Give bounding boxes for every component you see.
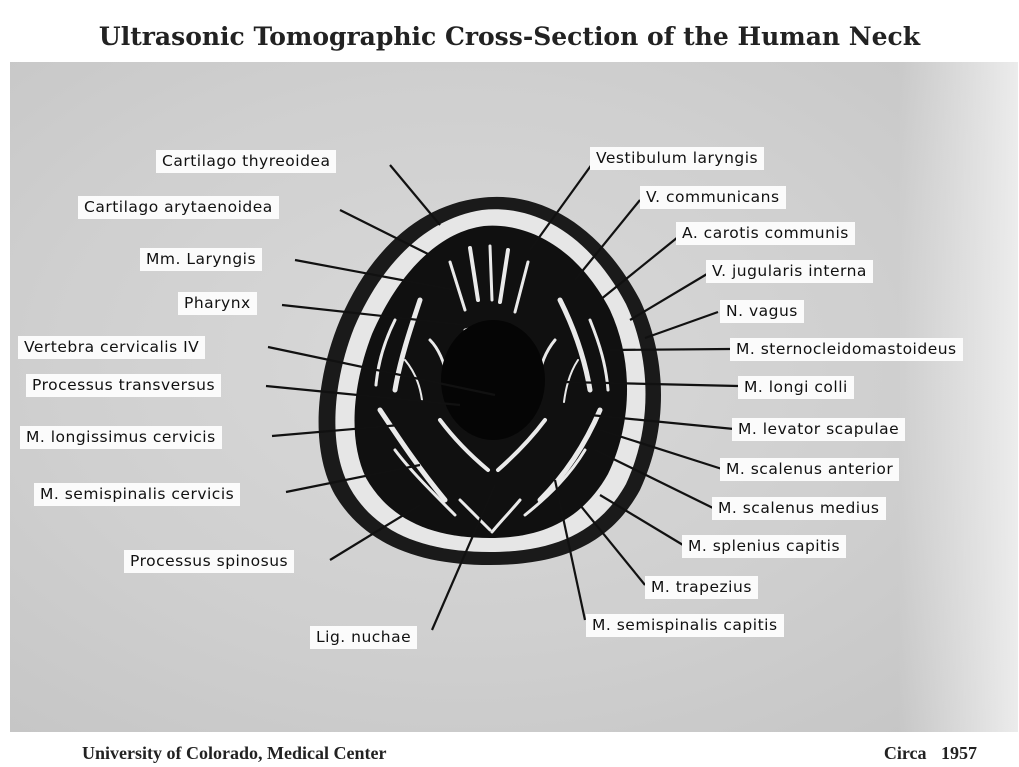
vertebra-body [441,320,545,440]
label-v-communicans: V. communicans [640,186,786,209]
label-mm-laryngis: Mm. Laryngis [140,248,262,271]
footer-institution: University of Colorado, Medical Center [82,743,386,764]
label-m-sternocleido: M. sternocleidomastoideus [730,338,963,361]
label-m-scalenus-medius: M. scalenus medius [712,497,886,520]
label-m-scalenus-anterior: M. scalenus anterior [720,458,899,481]
label-cartilago-thyreoidea: Cartilago thyreoidea [156,150,336,173]
label-lig-nuchae: Lig. nuchae [310,626,417,649]
label-a-carotis: A. carotis communis [676,222,855,245]
label-pharynx: Pharynx [178,292,257,315]
label-m-semispinalis-capitis: M. semispinalis capitis [586,614,784,637]
label-cartilago-arytaenoidea: Cartilago arytaenoidea [78,196,279,219]
label-vestibulum-laryngis: Vestibulum laryngis [590,147,764,170]
label-vertebra-cervicalis: Vertebra cervicalis IV [18,336,205,359]
label-m-splenius: M. splenius capitis [682,535,846,558]
label-processus-transversus: Processus transversus [26,374,221,397]
label-m-longissimus: M. longissimus cervicis [20,426,222,449]
label-m-levator: M. levator scapulae [732,418,905,441]
footer-date: Circa 1957 [884,743,977,764]
label-n-vagus: N. vagus [720,300,804,323]
label-processus-spinosus: Processus spinosus [124,550,294,573]
label-m-trapezius: M. trapezius [645,576,758,599]
label-m-semispinalis-cervicis: M. semispinalis cervicis [34,483,240,506]
label-m-longi-colli: M. longi colli [738,376,854,399]
label-v-jugularis: V. jugularis interna [706,260,873,283]
